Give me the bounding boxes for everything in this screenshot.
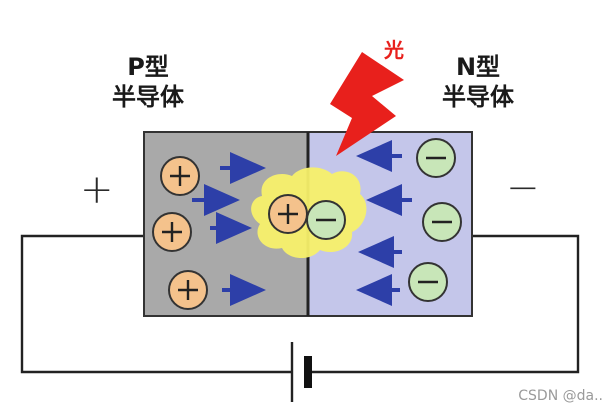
hole-carrier: [268, 194, 308, 234]
battery: [290, 342, 312, 402]
hole-carrier: [160, 156, 200, 196]
n-type-label: N型 半导体: [418, 52, 538, 112]
electron-carrier: [306, 200, 346, 240]
electron-carrier: [422, 202, 462, 242]
hole-carrier: [168, 270, 208, 310]
hole-carrier: [152, 212, 192, 252]
electron-carrier: [416, 138, 456, 178]
p-type-label-line1: P型: [127, 53, 169, 81]
electron-flow-arrows: [356, 140, 412, 306]
n-type-label-line2: 半导体: [442, 83, 514, 111]
p-type-label: P型 半导体: [88, 52, 208, 112]
hole-flow-arrows: [192, 152, 266, 306]
light-bolt-icon: [330, 52, 404, 156]
watermark: CSDN @da..: [518, 388, 603, 404]
circuit-wire: [20, 234, 580, 374]
negative-terminal-sign: −: [506, 165, 540, 211]
n-type-label-line1: N型: [455, 53, 501, 81]
p-type-label-line2: 半导体: [112, 83, 184, 111]
electron-carrier: [408, 262, 448, 302]
positive-terminal-sign: +: [80, 167, 114, 213]
light-label: 光: [384, 38, 404, 62]
